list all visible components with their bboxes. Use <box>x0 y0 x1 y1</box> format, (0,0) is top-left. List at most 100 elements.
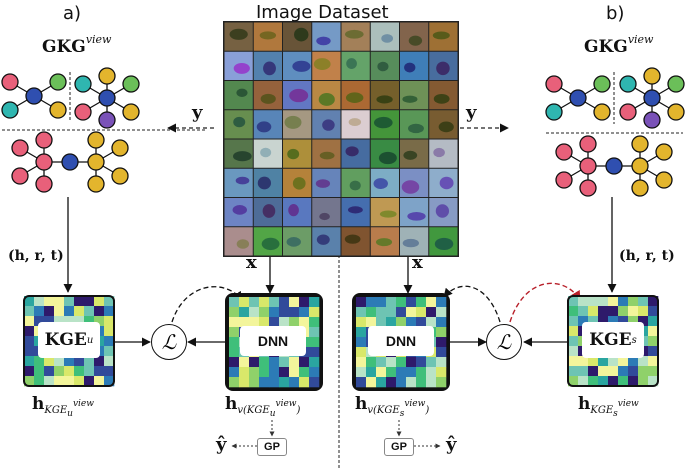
dataset-image-object <box>434 237 454 250</box>
heatmap-cell <box>249 307 260 318</box>
dataset-image-object <box>229 28 248 40</box>
graph-node <box>35 131 53 149</box>
dataset-image-object <box>233 151 252 162</box>
heatmap-cell <box>386 377 397 388</box>
dataset-image-object <box>436 61 450 76</box>
y-label-left: y <box>192 102 203 123</box>
panel-b-tag: b) <box>606 3 625 24</box>
heatmap-cell <box>34 306 45 317</box>
heatmap-cell <box>356 327 367 338</box>
dataset-image-object <box>433 147 445 158</box>
heatmap-cell <box>309 327 320 338</box>
heatmap-cell <box>366 377 377 388</box>
heatmap-cell <box>24 306 35 317</box>
heatmap-cell <box>598 366 609 377</box>
heatmap-cell <box>84 376 95 387</box>
dataset-image-object <box>262 204 276 218</box>
graph-node <box>35 175 53 193</box>
heatmap-cell <box>406 357 417 368</box>
heatmap-cell <box>104 366 115 377</box>
heatmap-cell <box>366 297 377 308</box>
loss-node-right: ℒ <box>486 324 522 360</box>
heatmap-cell <box>416 377 427 388</box>
heatmap-cell <box>279 377 290 388</box>
heatmap-cell <box>588 296 599 307</box>
dataset-image-object <box>233 116 246 128</box>
heatmap-cell <box>269 367 280 378</box>
dataset-image-object <box>284 115 302 129</box>
heatmap-cell <box>229 367 240 378</box>
heatmap-cell <box>356 337 367 348</box>
heatmap-cell <box>386 367 397 378</box>
heatmap-cell <box>44 376 55 387</box>
heatmap-cell <box>24 346 35 357</box>
graph-node <box>74 103 92 121</box>
heatmap-cell <box>376 367 387 378</box>
heatmap-cell <box>598 376 609 387</box>
x-label-left: x <box>246 252 257 273</box>
graph-node <box>545 103 563 121</box>
heatmap-cell <box>54 356 65 367</box>
heatmap-cell <box>54 306 65 317</box>
box-outline <box>23 295 115 387</box>
heatmap-cell <box>24 296 35 307</box>
heatmap-cell <box>299 357 310 368</box>
heatmap-cell <box>568 306 579 317</box>
heatmap-cell <box>366 317 377 328</box>
heatmap-cell <box>618 366 629 377</box>
heatmap-cell <box>299 377 310 388</box>
heatmap-cell <box>638 296 649 307</box>
graph-left-a <box>1 73 67 119</box>
h-kgeu-label: hKGEuview <box>32 394 94 419</box>
heatmap-cell <box>279 367 290 378</box>
heatmap-cell <box>568 326 579 337</box>
heatmap-cell <box>289 367 300 378</box>
dataset-image-object <box>259 31 277 40</box>
graph-node <box>619 103 637 121</box>
heatmap-cell <box>366 367 377 378</box>
heatmap-cell <box>289 377 300 388</box>
heatmap-cell <box>64 296 75 307</box>
heatmap-cell <box>309 337 320 348</box>
heatmap-cell <box>24 336 35 347</box>
heatmap-cell <box>229 337 240 348</box>
heatmap-cell <box>229 327 240 338</box>
graph-node <box>643 111 661 129</box>
dataset-image-object <box>318 93 335 106</box>
image-dataset-title: Image Dataset <box>256 2 389 23</box>
heatmap-cell <box>426 317 437 328</box>
heatmap-cell <box>396 317 407 328</box>
heatmap-cell <box>386 307 397 318</box>
heatmap-cell <box>229 317 240 328</box>
graph-node <box>49 101 67 119</box>
heatmap-cell <box>376 377 387 388</box>
heatmap-cell <box>436 317 447 328</box>
heatmap-cell <box>269 297 280 308</box>
heatmap-cell <box>299 367 310 378</box>
dataset-image-object <box>439 176 454 190</box>
dataset-image-object <box>315 179 331 188</box>
heatmap-cell <box>568 336 579 347</box>
heatmap-cell <box>568 356 579 367</box>
heatmap-cell <box>618 296 629 307</box>
gkg-title-right: GKGview <box>584 33 654 57</box>
heatmap-cell <box>568 376 579 387</box>
gp-box-right: GP <box>384 438 414 456</box>
heatmap-cell <box>648 326 659 337</box>
dataset-image <box>312 22 341 51</box>
heatmap-cell <box>396 367 407 378</box>
heatmap-cell <box>406 317 417 328</box>
heatmap-cell <box>436 377 447 388</box>
dataset-image-object <box>374 116 393 129</box>
heatmap-cell <box>628 376 639 387</box>
heatmap-cell <box>628 366 639 377</box>
dataset-image-object <box>345 146 359 157</box>
heatmap-cell <box>588 376 599 387</box>
graph-node <box>631 179 649 197</box>
graph-center-node <box>605 157 623 175</box>
graph-node <box>655 143 673 161</box>
heatmap-cell <box>279 357 290 368</box>
heatmap-cell <box>568 296 579 307</box>
